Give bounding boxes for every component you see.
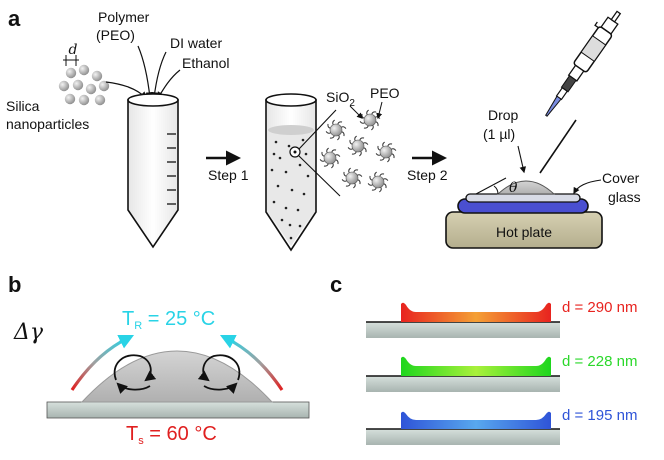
sio2-label: SiO2 (326, 89, 355, 109)
panel-label-b: b (8, 272, 21, 297)
cover-pointer (573, 179, 602, 195)
mixing-tube (127, 93, 179, 249)
film-profile-228 (366, 356, 560, 392)
film-label-290: d = 290 nm (562, 299, 637, 316)
cover-label-line2: glass (608, 189, 641, 205)
drop-label-line1: Drop (488, 107, 519, 123)
film-profile-290 (366, 302, 560, 338)
ethanol-label: Ethanol (182, 55, 229, 71)
diameter-marker (63, 55, 79, 66)
film-label-228: d = 228 nm (562, 353, 637, 370)
delta-gamma-label: Δγ (13, 320, 44, 345)
drop-cross-section (46, 334, 310, 419)
drop-pointer (517, 145, 527, 174)
polymer-label-line1: Polymer (98, 9, 150, 25)
coated-particles-icon (319, 109, 397, 193)
ingredient-arrows (105, 45, 181, 100)
polymer-label-line2: (PEO) (96, 27, 135, 43)
silica-label-line1: Silica (6, 98, 40, 114)
film-label-195: d = 195 nm (562, 407, 637, 424)
hot-plate-label: Hot plate (496, 224, 552, 240)
film-profile-195 (366, 411, 560, 445)
drop-label-line2: (1 µl) (483, 126, 515, 142)
tr-label: TR = 25 °C (122, 308, 215, 332)
panel-label-a: a (8, 6, 21, 31)
step1-label: Step 1 (208, 167, 249, 183)
di-water-label: DI water (170, 35, 222, 51)
peo-label: PEO (370, 85, 400, 101)
step2-label: Step 2 (407, 167, 448, 183)
zoom-lines (298, 109, 341, 197)
particle-pointer-arrows (349, 101, 383, 120)
hot-plate-stage (445, 177, 603, 249)
suspension-tube (265, 93, 317, 252)
diameter-label: d (69, 42, 78, 58)
pipette-tip-line (539, 119, 577, 174)
silica-nanoparticles-icon (58, 64, 110, 106)
pipette-icon (545, 10, 622, 117)
contact-angle-label: θ (509, 180, 518, 196)
ts-label: Ts = 60 °C (126, 423, 217, 447)
cover-label-line1: Cover (602, 170, 640, 186)
panel-label-c: c (330, 272, 342, 297)
silica-label-line2: nanoparticles (6, 116, 89, 132)
